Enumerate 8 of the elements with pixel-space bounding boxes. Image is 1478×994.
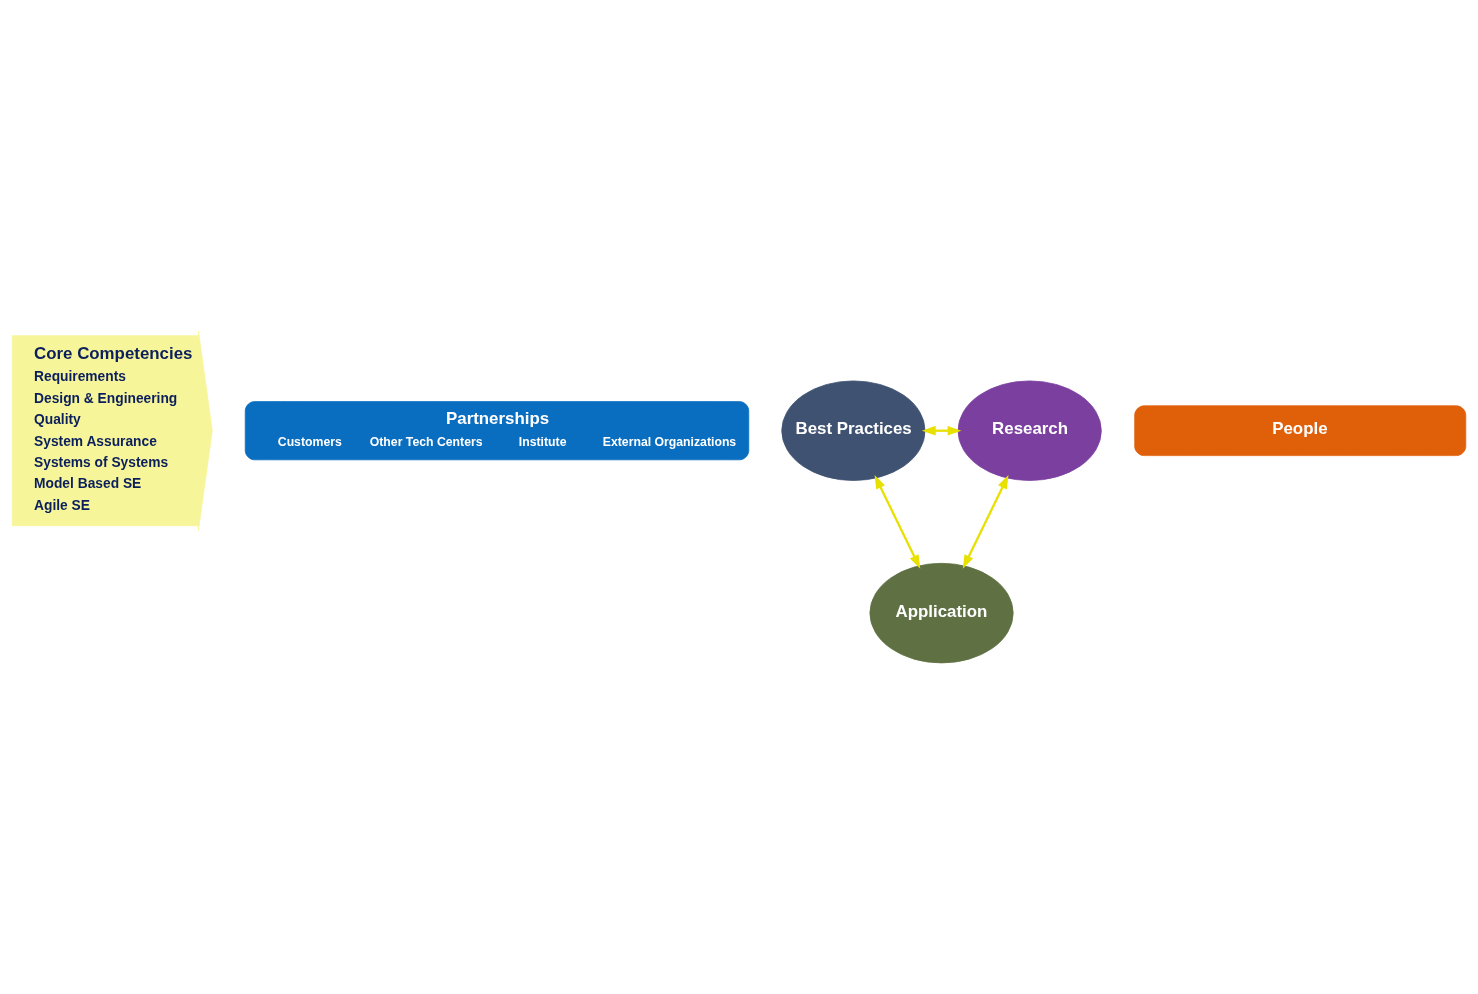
arrow [921,425,962,436]
node-ellipse: Best Practices [781,380,926,481]
node-box: People [1134,405,1467,456]
node-box: Partnerships Customers Other Tech Centers Institute External Organizations [244,401,750,461]
node-ellipse: Research [957,380,1102,481]
arrow [962,474,1009,569]
node-ellipse: Application [869,562,1014,664]
arrow [874,474,921,569]
